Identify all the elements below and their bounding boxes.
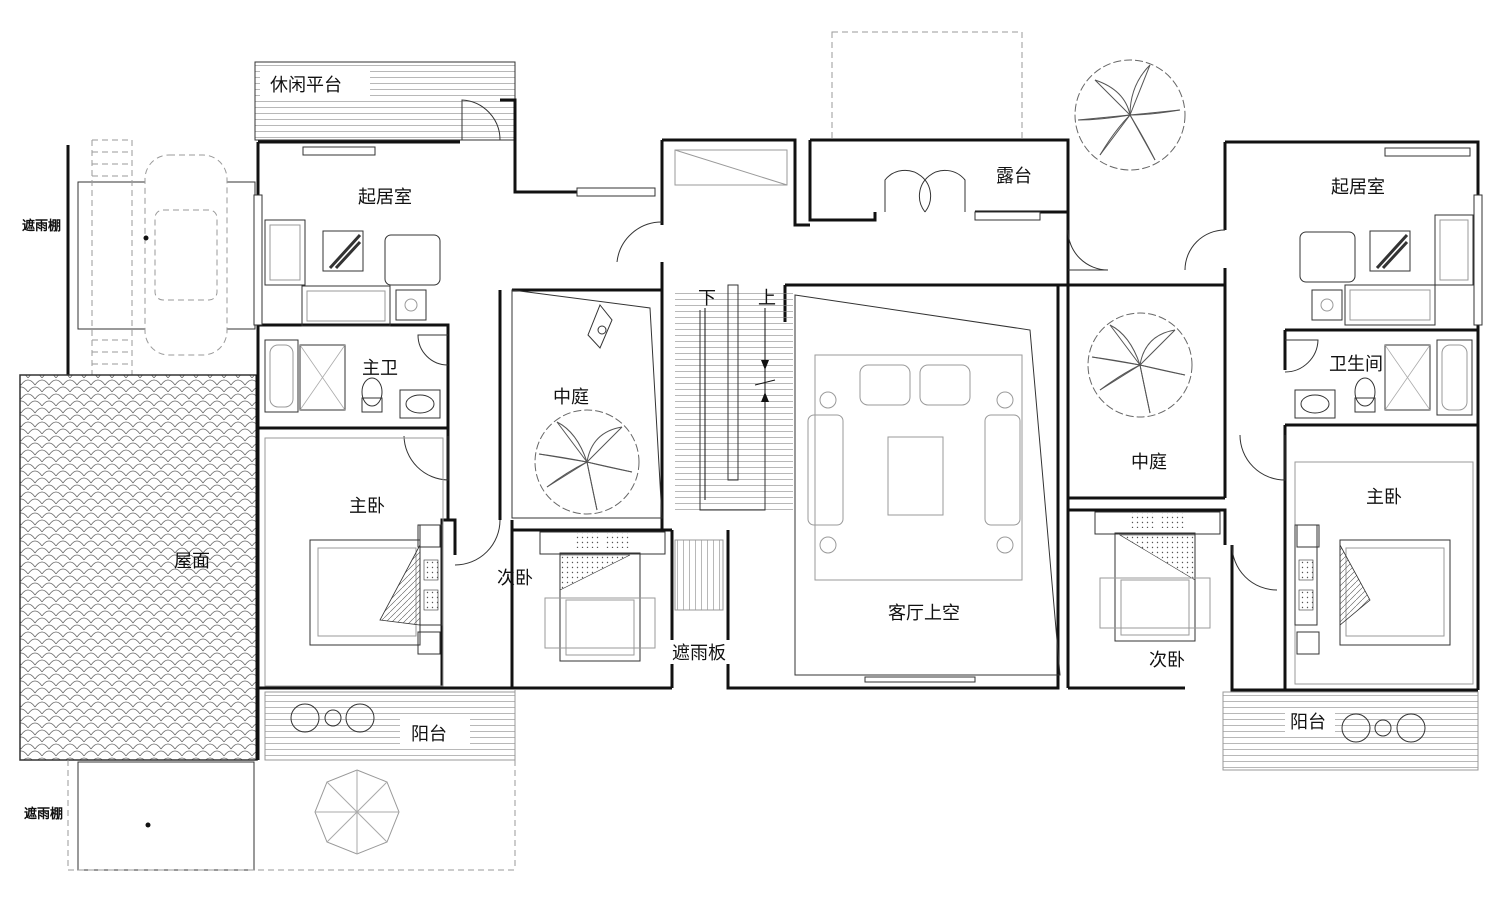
living-furniture-icon <box>807 354 1023 581</box>
table-chairs-icon <box>1341 713 1426 743</box>
label-canopy-bottom: 遮雨棚 <box>24 806 63 822</box>
plant-icon <box>587 304 613 349</box>
bed-icon <box>1094 511 1221 642</box>
carport-canopy-bottom <box>67 690 516 871</box>
bed-icon <box>539 531 666 662</box>
label-living-void: 客厅上空 <box>888 603 960 624</box>
toilet-icon <box>1354 377 1376 413</box>
label-balcony-left: 阳台 <box>411 724 447 745</box>
sink-icon <box>1294 389 1336 419</box>
label-second-bed-right: 次卧 <box>1149 650 1185 671</box>
balcony-right-deck <box>1222 691 1479 771</box>
label-master-bath: 主卫 <box>362 358 398 379</box>
sink-icon <box>399 389 441 419</box>
right-block-walls <box>1066 140 1480 692</box>
label-balcony-right: 阳台 <box>1290 712 1326 733</box>
bathtub-icon <box>1384 339 1473 416</box>
label-roof: 屋面 <box>174 551 210 572</box>
tree-icon <box>1074 59 1186 171</box>
sofa-set-icon <box>264 219 441 327</box>
bed-icon <box>1294 524 1451 655</box>
label-master-bed-left: 主卧 <box>349 496 385 517</box>
label-terrace-top: 露台 <box>996 166 1032 187</box>
label-courtyard-left: 中庭 <box>553 387 589 408</box>
umbrella-icon <box>314 769 400 855</box>
label-living-left: 起居室 <box>358 187 412 208</box>
bathtub-icon <box>264 339 346 413</box>
label-canopy-top: 遮雨棚 <box>22 218 61 234</box>
label-rain-board: 遮雨板 <box>672 643 726 664</box>
tree-icon <box>1087 312 1193 418</box>
toilet-icon <box>361 377 383 413</box>
label-courtyard-right: 中庭 <box>1131 452 1167 473</box>
label-stair-up: 上 <box>758 288 776 309</box>
sofa-set-icon <box>1299 214 1474 326</box>
label-leisure-terrace: 休闲平台 <box>270 75 342 96</box>
bed-icon <box>309 524 443 655</box>
balcony-left-deck <box>264 691 516 761</box>
staircase <box>674 284 793 611</box>
terrace-top-outline <box>831 31 1023 141</box>
label-bathroom-right: 卫生间 <box>1329 354 1383 375</box>
label-stair-down: 下 <box>698 288 716 309</box>
car-icon <box>144 154 228 356</box>
table-chairs-icon <box>290 703 375 733</box>
roof-area <box>19 374 258 761</box>
label-living-right: 起居室 <box>1331 177 1385 198</box>
tree-icon <box>534 409 640 515</box>
label-master-bed-right: 主卧 <box>1366 487 1402 508</box>
label-second-bed-left: 次卧 <box>497 568 533 589</box>
